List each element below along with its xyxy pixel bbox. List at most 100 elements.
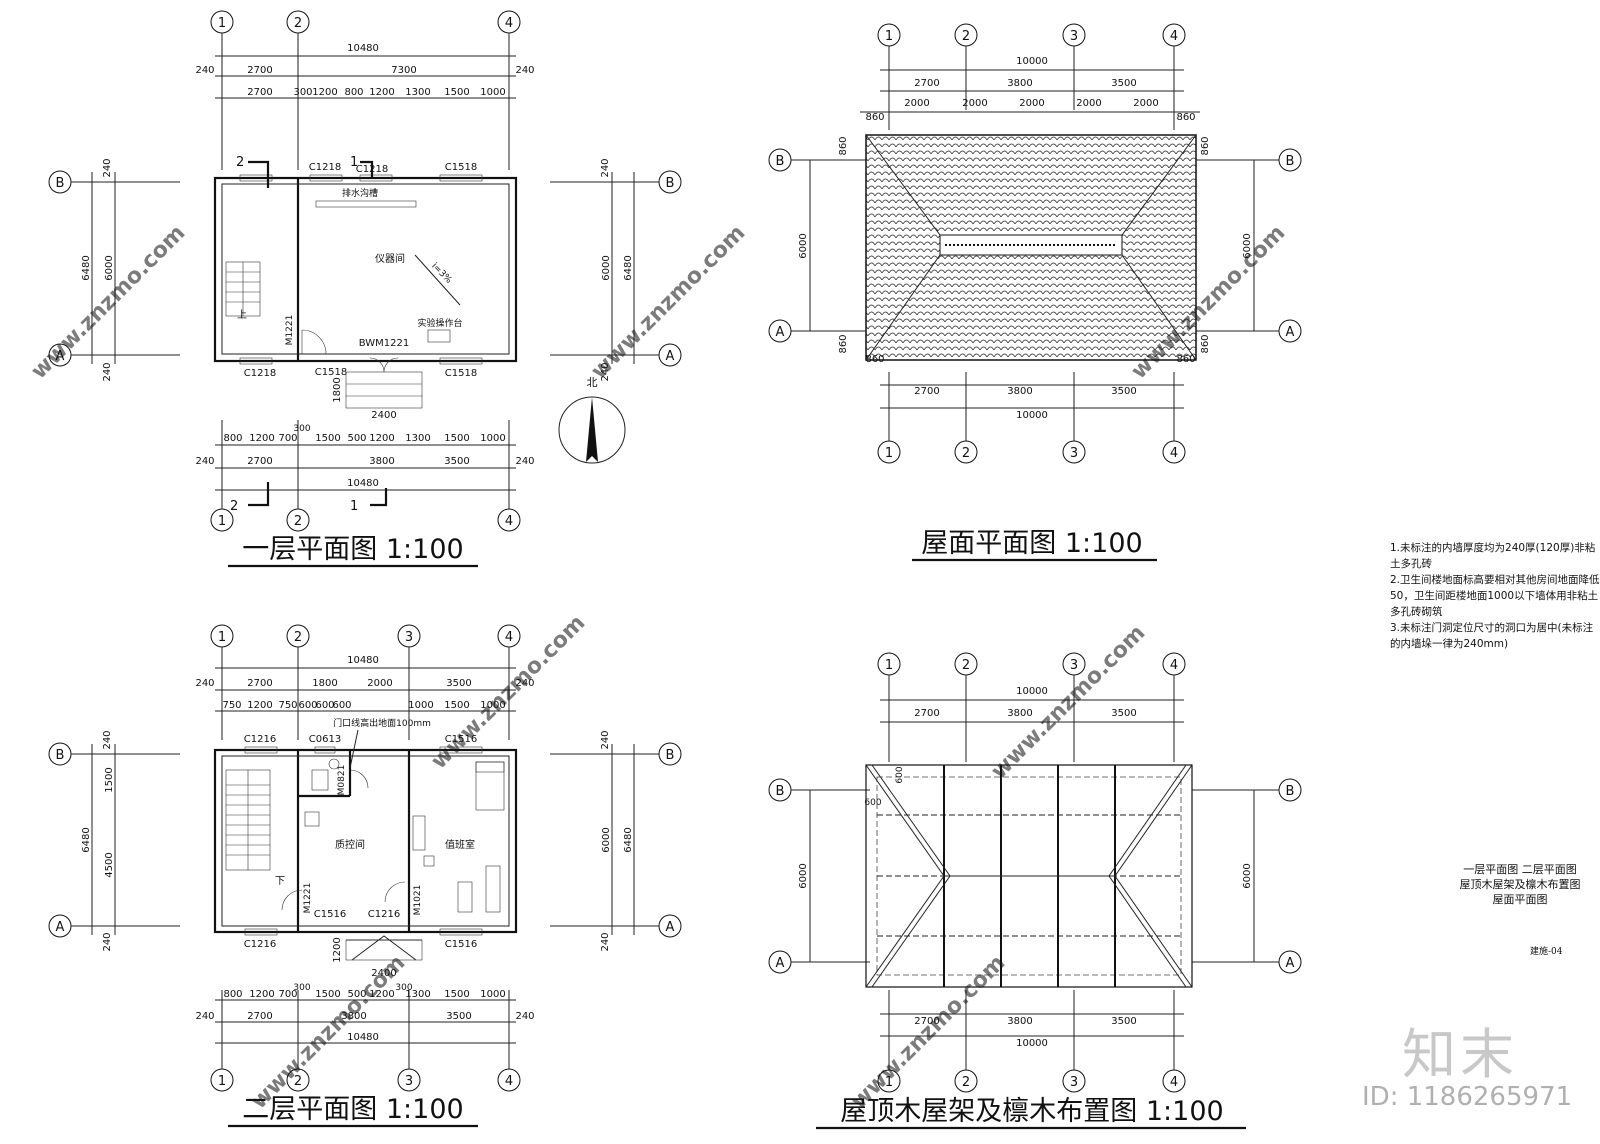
room-label: 质控间 [335,838,365,851]
dimension: 2700 [247,1011,272,1022]
axis-label: 1 [218,1074,226,1089]
window [314,746,336,754]
dimension: 3800 [1007,78,1032,89]
axis-label: 4 [505,16,513,31]
axis-label: B [56,748,65,763]
watermark-text: www.znzmo.com [987,620,1151,784]
sheet-title-line: 一层平面图 二层平面图 [1463,863,1577,876]
axis-label: A [776,956,785,971]
door-tag: M1021 [413,885,423,916]
dimension: 240 [102,932,113,951]
window-tag: C1518 [315,367,347,378]
door-swing [301,329,327,355]
roof-outline [865,764,1193,988]
dimension: 6000 [1242,233,1253,258]
axis-label: A [666,920,675,935]
window [439,928,483,936]
dimension: 240 [102,362,113,381]
dimension: 1200 [312,87,337,98]
window [239,174,273,182]
axis-label: 4 [505,630,513,645]
door-swing [384,881,406,903]
dimension: 1000 [480,989,505,1000]
dimension: 3500 [446,1011,471,1022]
axis-label: 3 [1070,1075,1078,1090]
section-mark [360,160,374,178]
sink-icon [328,758,340,770]
window-tag: C1216 [244,939,276,950]
axis-label: 2 [962,658,970,673]
axis-label: B [1286,784,1295,799]
dimension: 2000 [1133,98,1158,109]
dimension: 240 [600,730,611,749]
note-item: 1.未标注的内墙厚度均为240厚(120厚)非粘土多孔砖 [1390,542,1596,570]
dimension: 300 [293,424,310,434]
axis-label: A [666,349,675,364]
note-item: 2.卫生间楼地面标高要相对其他房间地面降低50，卫生间距楼地面1000以下墙体用… [1390,574,1600,618]
axis-label: 2 [294,16,302,31]
window [239,357,273,365]
plan-title: 屋面平面图 1:100 [921,528,1142,559]
dimension: 860 [1200,136,1211,155]
dimension: 2700 [247,456,272,467]
door-tag: M1221 [285,315,295,346]
note-item: 3.未标注门洞定位尺寸的洞口为居中(未标注的内墙垛一律为240mm) [1390,622,1594,650]
dimension: 3500 [444,456,469,467]
chair-icon [423,855,435,867]
dimension: 1200 [249,433,274,444]
slope-label: i=3% [429,261,454,286]
dimension: 1500 [315,989,340,1000]
axis-label: A [776,325,785,340]
room-label: 值班室 [445,838,475,851]
window-tag: C1518 [445,162,477,173]
axis-label: 3 [1070,446,1078,461]
door-note: 门口线高出地面100mm [333,717,431,729]
dimension: 300 [395,983,412,993]
door-tag: M0821 [337,765,347,796]
canopy [346,935,422,961]
dimension: 240 [600,362,611,381]
dimension: 1300 [405,87,430,98]
dimension: 600 [298,700,317,711]
dimension: 2000 [1076,98,1101,109]
second-floor-plan: 1 2 3 4 1 2 3 4 B A B A [48,624,682,1128]
dimension: 6000 [104,255,115,280]
door-swing [281,889,303,911]
axis-label: B [1286,154,1295,169]
sheet-title-line: 屋面平面图 [1492,893,1548,906]
axis-label: 1 [885,1075,893,1090]
window [244,746,278,754]
dimension-total-bottom: 10480 [347,1032,379,1043]
dimension: 2700 [247,65,272,76]
dimension: 2700 [247,678,272,689]
dimension: 1000 [480,433,505,444]
axis-label: 4 [505,1074,513,1089]
window-tag: C1216 [244,734,276,745]
dimension: 1000 [480,700,505,711]
window [359,174,393,182]
section-mark [248,482,270,507]
section-mark [248,160,270,188]
window-tag: C0613 [309,734,341,745]
dimension: 240 [195,1011,214,1022]
axis-label: 2 [962,1075,970,1090]
axis-label: 1 [885,658,893,673]
dimension: 1500 [315,433,340,444]
axis-label: 3 [1070,658,1078,673]
window-tag: C1218 [244,368,276,379]
dimension: 2400 [371,410,396,421]
dimension: 3800 [369,456,394,467]
watermark-text: www.znzmo.com [847,950,1011,1114]
dimension: 2700 [914,708,939,719]
axis-label: 2 [294,514,302,529]
door-tag: BWM1221 [359,338,409,349]
dimension: 1200 [247,700,272,711]
dimension: 3800 [341,1011,366,1022]
dimension-total-top: 10000 [1016,56,1048,67]
axis-label: B [56,176,65,191]
stair: 下 [225,769,285,887]
dimension: 240 [515,678,534,689]
axis-label: 4 [1170,1075,1178,1090]
hip-rafters [865,764,1193,988]
axis-label: 1 [885,446,893,461]
